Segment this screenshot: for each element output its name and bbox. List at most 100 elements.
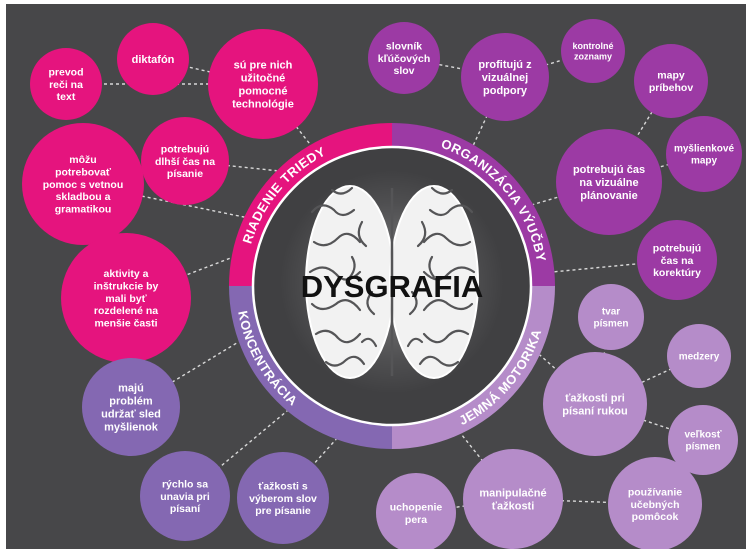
bubble-text-line: mali byť	[105, 293, 147, 305]
bubble-circle	[543, 352, 647, 456]
bubble-circle	[637, 220, 717, 300]
bubble-text-line: pera	[405, 514, 427, 526]
bubble-circle	[634, 44, 708, 118]
bubble-text-line: myšlienok	[104, 421, 159, 433]
bubble-text-line: aktivity a	[104, 268, 149, 280]
bubble-text-line: potrebujú	[653, 242, 701, 254]
bubble-circle	[208, 29, 318, 139]
bubble-text-line: na vizuálne	[579, 177, 638, 189]
bubble-text-line: pre písanie	[255, 505, 311, 517]
bubble-text-line: myšlienkové	[674, 144, 734, 155]
bubble-text-line: kľúčových	[378, 53, 431, 65]
bubble-text-line: pomocné	[239, 85, 288, 97]
bubble-text-line: technológie	[232, 98, 294, 110]
bubble-circle	[668, 405, 738, 475]
bubble-text-line: písmen	[685, 442, 720, 453]
bubble-text-line: diktafón	[132, 54, 175, 66]
bubble-circle	[22, 123, 144, 245]
bubble-text-line: písmen	[593, 319, 628, 330]
bubble-text-line: inštrukcie by	[94, 280, 159, 292]
bubble-text-line: gramatikou	[55, 204, 112, 216]
bubble-circle	[368, 22, 440, 94]
bubble-circle	[461, 33, 549, 121]
bubble-circle	[561, 19, 625, 83]
bubble-text-line: korektúry	[653, 267, 701, 279]
bubble-text-line: príbehov	[649, 82, 693, 94]
bubble-text-line: čas na	[661, 255, 694, 267]
bubble-text-line: potrebujú čas	[573, 164, 645, 176]
bubble-text-line: majú	[118, 382, 144, 394]
bubble-text-line: sú pre nich	[234, 59, 293, 71]
bubble-text-line: kontrolné	[572, 41, 613, 51]
bubble-text-line: mapy	[657, 70, 685, 82]
bubble-text-line: manipulačné	[479, 487, 546, 499]
bubble-text-line: ťažkosti s	[258, 480, 308, 492]
bubble-text-line: potrebujú	[161, 143, 209, 155]
bubble-text-line: ťažkosti pri	[565, 392, 625, 404]
bubble-text-line: zoznamy	[574, 52, 612, 62]
bubble-text-line: prevod	[48, 66, 83, 78]
bubble-medzery: medzery	[667, 324, 731, 388]
bubble-text-line: potrebovať	[55, 166, 112, 178]
bubble-text-line: podpory	[483, 85, 528, 97]
bubble-circle	[61, 233, 191, 363]
bubble-text-line: veľkosť	[685, 430, 722, 441]
bubble-text-line: písaní	[170, 503, 201, 515]
bubble-text-line: slovník	[386, 40, 422, 52]
bubble-text-line: používanie	[628, 486, 682, 498]
bubble-text-line: uchopenie	[390, 502, 443, 514]
bubble-text-line: skladbou a	[56, 191, 111, 203]
brain-icon	[305, 185, 479, 379]
center-brain: DYSGRAFIA	[280, 170, 504, 394]
bubble-circle	[141, 117, 229, 205]
bubble-text-line: udržať sled	[101, 408, 161, 420]
connector-line	[184, 410, 288, 497]
bubble-text-line: slov	[393, 65, 414, 77]
bubble-circle	[667, 324, 731, 388]
bubble-circle	[578, 284, 644, 350]
bubble-text-line: pomoc s vetnou	[43, 179, 124, 191]
bubble-circle	[463, 449, 563, 549]
bubble-text-line: medzery	[679, 352, 720, 363]
bubble-text-line: menšie časti	[94, 318, 157, 330]
bubble-circle	[82, 358, 180, 456]
bubble-circle	[376, 473, 456, 549]
bubble-circle	[237, 452, 329, 544]
bubble-text-line: dlhší čas na	[155, 156, 215, 168]
bubble-circle	[117, 23, 189, 95]
bubble-circle	[556, 129, 662, 235]
bubble-text-line: písanie	[167, 168, 203, 180]
bubble-text-line: pomôcok	[632, 511, 679, 523]
bubble-circle	[140, 451, 230, 541]
bubble-text-line: učebných	[630, 499, 679, 511]
page-title: DYSGRAFIA	[301, 269, 484, 304]
inner-ring-border	[251, 145, 533, 427]
bubble-circle	[30, 48, 102, 120]
bubble-text-line: ťažkosti	[492, 500, 535, 512]
bubble-text-line: unavia pri	[160, 491, 210, 503]
bubble-text-line: tvar	[602, 307, 620, 318]
bubble-text-line: mapy	[691, 156, 718, 167]
bubble-text-line: písaní rukou	[562, 405, 627, 417]
bubble-circle	[608, 457, 702, 549]
